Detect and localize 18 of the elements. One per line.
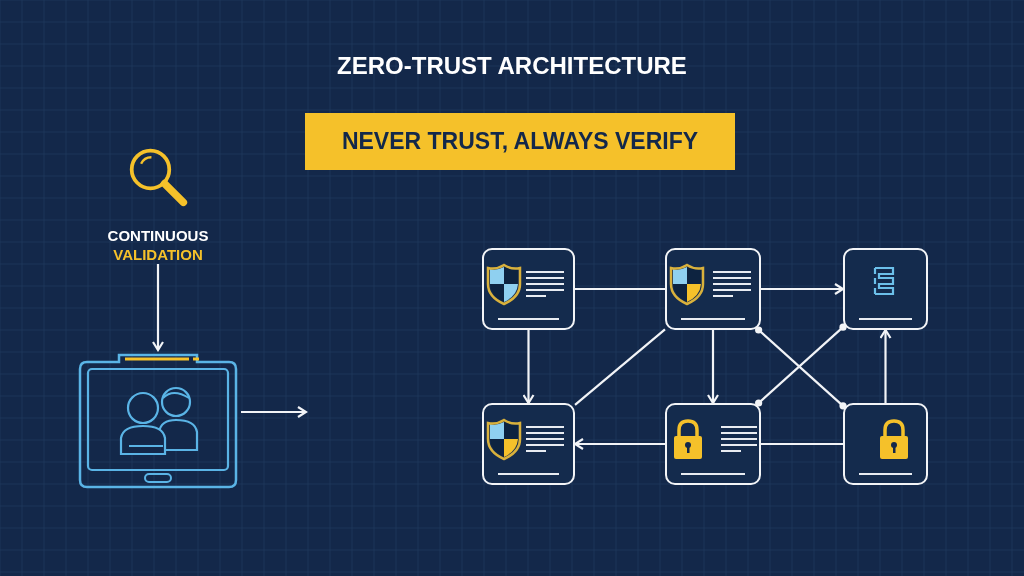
- banner: [305, 113, 735, 170]
- caption-text: CONTINUOUS: [107, 226, 209, 245]
- arrow: [573, 437, 665, 451]
- arrow: [761, 282, 845, 296]
- network-node-box: [665, 248, 761, 330]
- banner-text: NEVER TRUST, ALWAYS VERIFY: [341, 128, 699, 155]
- network-node-box: [482, 248, 575, 330]
- arrow: [241, 405, 308, 419]
- arrow: [522, 330, 535, 405]
- arrow: [879, 328, 892, 403]
- diagram-title: ZERO-TRUST ARCHITECTURE: [336, 52, 688, 80]
- network-node-box: [665, 403, 761, 485]
- network-node-box: [843, 403, 928, 485]
- arrow: [706, 330, 720, 405]
- arrow: [151, 264, 165, 352]
- network-node-box: [482, 403, 575, 485]
- caption-text: VALIDATION: [113, 245, 203, 264]
- network-node-box: [843, 248, 928, 330]
